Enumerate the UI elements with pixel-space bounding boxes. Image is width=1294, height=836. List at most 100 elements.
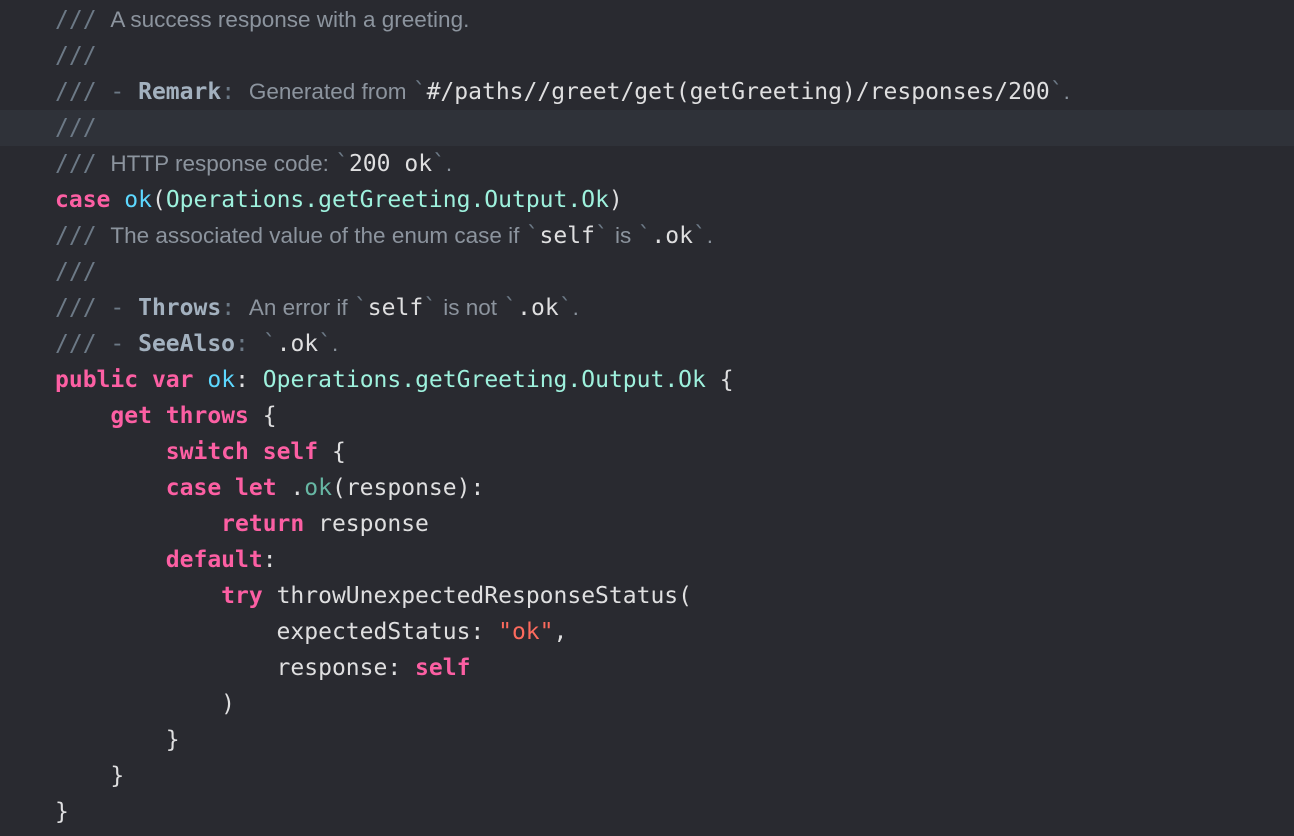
comment-marker: /// - xyxy=(55,295,139,321)
function-name: ok xyxy=(304,475,332,501)
comment-text: A success response with a greeting. xyxy=(110,7,470,32)
inline-code: self xyxy=(539,223,595,249)
keyword: throws xyxy=(165,403,249,429)
comment-marker: ` xyxy=(1049,79,1064,105)
comment-marker: /// xyxy=(55,43,97,69)
keyword: case xyxy=(165,475,222,501)
code-line[interactable]: case let .ok(response): xyxy=(0,470,1294,506)
code-text: . xyxy=(276,475,305,501)
comment-marker: /// xyxy=(55,7,111,33)
code-line-content: response: self xyxy=(55,650,471,686)
code-line[interactable]: switch self { xyxy=(0,434,1294,470)
code-line[interactable]: try throwUnexpectedResponseStatus( xyxy=(0,578,1294,614)
code-line-content: } xyxy=(55,794,69,830)
code-line[interactable]: return response xyxy=(0,506,1294,542)
code-line-content: /// The associated value of the enum cas… xyxy=(55,218,713,254)
code-text: } xyxy=(55,727,180,753)
code-line-content: /// - Remark: Generated from `#/paths//g… xyxy=(55,74,1070,110)
code-line[interactable]: response: self xyxy=(0,650,1294,686)
code-text xyxy=(138,367,152,393)
comment-text: . xyxy=(445,151,453,176)
comment-marker: ` xyxy=(503,295,518,321)
code-line[interactable]: /// The associated value of the enum cas… xyxy=(0,218,1294,254)
code-line[interactable]: get throws { xyxy=(0,398,1294,434)
string-literal: "ok" xyxy=(498,619,554,645)
code-line[interactable]: /// - Throws: An error if `self` is not … xyxy=(0,290,1294,326)
code-line[interactable]: /// xyxy=(0,830,1294,836)
code-line[interactable]: } xyxy=(0,722,1294,758)
code-text: (response): xyxy=(331,475,485,501)
code-line[interactable]: /// xyxy=(0,38,1294,74)
code-line-content: try throwUnexpectedResponseStatus( xyxy=(55,578,692,614)
code-text xyxy=(55,547,166,573)
comment-text: Generated from xyxy=(248,79,413,104)
code-text: { xyxy=(705,367,734,393)
keyword: case xyxy=(55,187,111,213)
comment-marker: ` xyxy=(262,331,277,357)
code-text xyxy=(55,403,110,429)
code-text xyxy=(55,511,221,537)
comment-marker: /// xyxy=(55,151,111,177)
code-text: } xyxy=(55,799,69,825)
code-line-content: /// HTTP response code: `200 ok`. xyxy=(55,146,452,182)
comment-marker: /// - xyxy=(55,331,139,357)
comment-marker: ` xyxy=(525,223,540,249)
keyword: self xyxy=(262,439,319,465)
keyword: self xyxy=(415,655,471,681)
code-line-content: return response xyxy=(55,506,429,542)
keyword: get xyxy=(110,403,152,429)
keyword: var xyxy=(151,367,194,393)
code-line-content: } xyxy=(55,758,124,794)
code-line[interactable]: } xyxy=(0,794,1294,830)
code-text: expectedStatus: xyxy=(55,619,499,645)
code-line[interactable]: expectedStatus: "ok", xyxy=(0,614,1294,650)
comment-marker: /// - xyxy=(55,79,139,105)
code-line[interactable]: } xyxy=(0,758,1294,794)
code-line[interactable]: /// xyxy=(0,254,1294,290)
comment-text: . xyxy=(572,295,579,320)
comment-text: . xyxy=(706,223,714,248)
code-line[interactable]: default: xyxy=(0,542,1294,578)
code-line-content: switch self { xyxy=(55,434,346,470)
code-line[interactable]: case ok(Operations.getGreeting.Output.Ok… xyxy=(0,182,1294,218)
comment-text: . xyxy=(332,331,339,356)
code-line[interactable]: ) xyxy=(0,686,1294,722)
comment-text: An error if xyxy=(248,295,354,320)
code-line-content: /// xyxy=(55,830,97,836)
code-line-content: case ok(Operations.getGreeting.Output.Ok… xyxy=(55,182,623,218)
code-text: { xyxy=(318,439,346,465)
code-text xyxy=(55,475,166,501)
inline-code: #/paths//greet/get(getGreeting)/response… xyxy=(426,79,1050,105)
code-line[interactable]: public var ok: Operations.getGreeting.Ou… xyxy=(0,362,1294,398)
inline-code: .ok xyxy=(651,223,693,249)
code-line-content: /// xyxy=(55,110,97,146)
comment-marker: ` xyxy=(318,331,332,357)
code-line[interactable]: /// xyxy=(0,110,1294,146)
inline-code: 200 ok xyxy=(348,151,433,177)
code-line[interactable]: /// - Remark: Generated from `#/paths//g… xyxy=(0,74,1294,110)
code-line-content: ) xyxy=(55,686,235,722)
code-text xyxy=(249,439,263,465)
code-line[interactable]: /// A success response with a greeting. xyxy=(0,2,1294,38)
code-text: , xyxy=(553,619,568,645)
code-line-content: default: xyxy=(55,542,277,578)
comment-marker: ` xyxy=(335,151,349,177)
code-line-content: public var ok: Operations.getGreeting.Ou… xyxy=(55,362,734,398)
keyword: switch xyxy=(165,439,249,465)
code-text xyxy=(194,367,208,393)
inline-code: .ok xyxy=(517,295,559,321)
code-line-content: get throws { xyxy=(55,398,276,434)
code-text: : xyxy=(262,547,277,573)
code-line[interactable]: /// - SeeAlso: `.ok`. xyxy=(0,326,1294,362)
inline-code: self xyxy=(367,295,424,321)
code-line[interactable]: /// HTTP response code: `200 ok`. xyxy=(0,146,1294,182)
code-line-content: /// xyxy=(55,38,97,74)
comment-marker: ` xyxy=(353,295,368,321)
comment-marker: ` xyxy=(692,223,707,249)
code-line-content: /// - Throws: An error if `self` is not … xyxy=(55,290,579,326)
comment-text: is not xyxy=(437,295,504,320)
comment-marker: ` xyxy=(594,223,609,249)
comment-marker: : xyxy=(235,331,263,357)
code-line-content: } xyxy=(55,722,180,758)
